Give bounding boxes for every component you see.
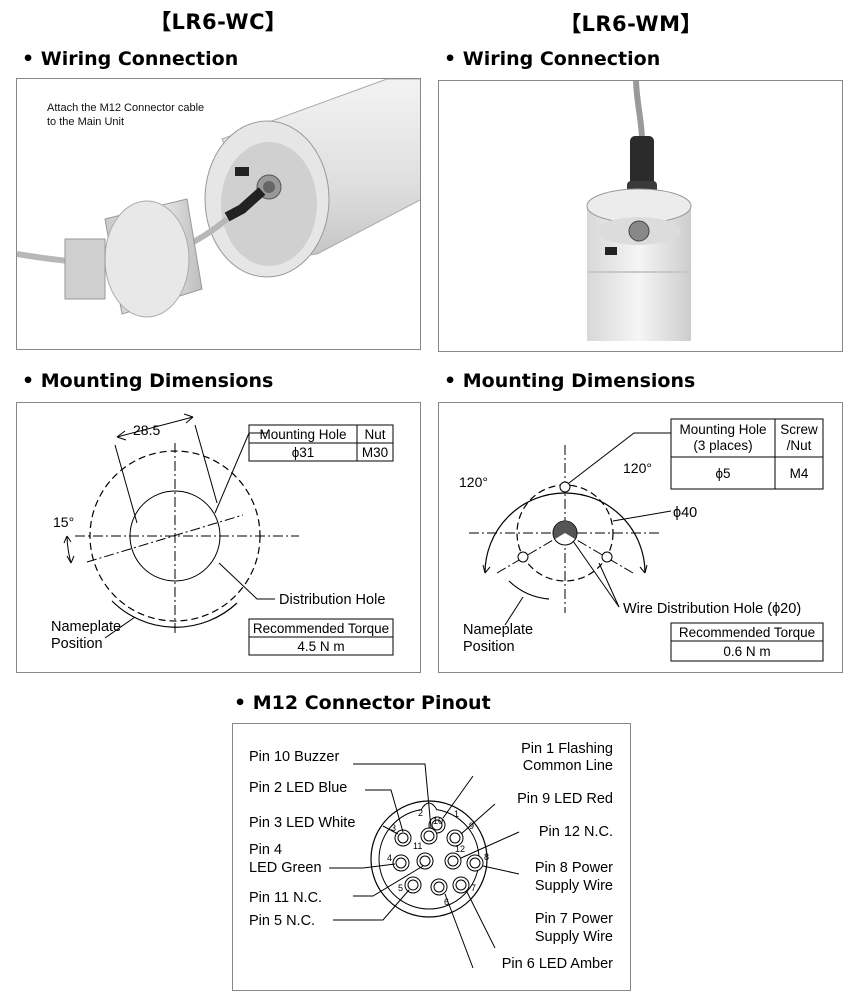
pinout-diagram: 1 2 3 4 5 6 7 8 9 10 11 12 Pin 10 Buzzer… [232, 723, 631, 991]
distribution-hole-label: Distribution Hole [279, 592, 385, 608]
wiring-illustration-wc [17, 79, 420, 318]
pin1-label-2: Common Line [523, 758, 613, 774]
mounting-diagram-wc: 28.5 15° Mounting Hole Nut ϕ31 M30 Distr… [16, 402, 421, 673]
angle-120-right: 120° [623, 460, 652, 476]
pin2-label: Pin 2 LED Blue [249, 780, 347, 796]
wiring-photo-wm [438, 80, 843, 352]
nameplate-label-wm-1: Nameplate [463, 622, 533, 638]
table-header-nut: Nut [364, 427, 385, 442]
mounting-heading-wm: • Mounting Dimensions [444, 370, 696, 392]
pin9-label: Pin 9 LED Red [517, 791, 613, 807]
pin12-label: Pin 12 N.C. [539, 824, 613, 840]
angle-15: 15° [53, 514, 74, 530]
pin8-label-1: Pin 8 Power [535, 860, 613, 876]
table-header-mounting-hole-b: (3 places) [693, 438, 752, 453]
table-value-phi31: ϕ31 [292, 445, 315, 460]
table-header-screw-a: Screw [780, 422, 818, 437]
pin-number-9: 9 [469, 821, 474, 831]
wire-distribution-hole-label: Wire Distribution Hole (ϕ20) [623, 601, 801, 617]
pin-number-1: 1 [454, 809, 459, 819]
pin4-label-2: LED Green [249, 860, 322, 876]
pin-number-10: 10 [433, 816, 443, 826]
pin8-label-2: Supply Wire [535, 878, 613, 894]
pin-number-2: 2 [418, 808, 423, 818]
pin7-label-2: Supply Wire [535, 929, 613, 945]
pin-number-6: 6 [444, 897, 449, 907]
wiring-heading-wm: • Wiring Connection [444, 48, 661, 70]
torque-value-wm: 0.6 N m [723, 644, 770, 659]
pin-number-3: 3 [391, 823, 396, 833]
mounting-diagram-wm: Mounting Hole (3 places) Screw /Nut ϕ5 M… [438, 402, 843, 673]
torque-label-wc: Recommended Torque [253, 621, 389, 636]
mounting-heading-wc: • Mounting Dimensions [22, 370, 274, 392]
table-value-m30: M30 [362, 445, 388, 460]
table-value-m4: M4 [790, 466, 809, 481]
table-header-mounting-hole: Mounting Hole [259, 427, 346, 442]
pin-number-12: 12 [455, 844, 465, 854]
pin-number-11: 11 [413, 841, 422, 851]
pin-number-7: 7 [471, 883, 476, 893]
nameplate-label-2: Position [51, 636, 103, 652]
pin-number-4: 4 [387, 853, 392, 863]
pinout-heading: • M12 Connector Pinout [234, 692, 491, 714]
pin-number-8: 8 [484, 852, 489, 862]
nameplate-label-1: Nameplate [51, 619, 121, 635]
pin7-label-1: Pin 7 Power [535, 911, 613, 927]
table-value-phi5: ϕ5 [715, 466, 730, 481]
torque-value-wc: 4.5 N m [297, 639, 344, 654]
pin11-label: Pin 11 N.C. [249, 890, 322, 906]
model-title-lr6-wm: 【LR6-WM】 [560, 12, 702, 36]
wiring-heading-wc: • Wiring Connection [22, 48, 239, 70]
wiring-note-line-1: Attach the M12 Connector cable [47, 102, 205, 114]
table-header-mounting-hole-a: Mounting Hole [679, 422, 766, 437]
torque-label-wm: Recommended Torque [679, 625, 815, 640]
pin6-label: Pin 6 LED Amber [502, 956, 613, 972]
dimension-28-5: 28.5 [133, 422, 160, 438]
pin-number-5: 5 [398, 883, 403, 893]
pin4-label-1: Pin 4 [249, 842, 282, 858]
mounting-drawing-wc: 28.5 15° Mounting Hole Nut ϕ31 M30 Distr… [51, 413, 394, 656]
wiring-photo-wc: Attach the M12 Connector cable to the Ma… [16, 78, 421, 350]
wiring-note-line-2: to the Main Unit [47, 116, 125, 128]
pin10-label: Pin 10 Buzzer [249, 749, 339, 765]
wiring-illustration-wm [586, 81, 692, 341]
mounting-drawing-wm: Mounting Hole (3 places) Screw /Nut ϕ5 M… [459, 418, 824, 662]
pin1-label-1: Pin 1 Flashing [521, 741, 613, 757]
model-title-lr6-wc: 【LR6-WC】 [150, 10, 287, 34]
pinout-drawing: 1 2 3 4 5 6 7 8 9 10 11 12 Pin 10 Buzzer… [249, 741, 613, 972]
pin5-label: Pin 5 N.C. [249, 913, 315, 929]
angle-120-left: 120° [459, 474, 488, 490]
pin3-label: Pin 3 LED White [249, 815, 355, 831]
table-header-screw-b: /Nut [787, 438, 812, 453]
nameplate-label-wm-2: Position [463, 639, 515, 655]
diameter-phi40: ϕ40 [673, 505, 697, 521]
